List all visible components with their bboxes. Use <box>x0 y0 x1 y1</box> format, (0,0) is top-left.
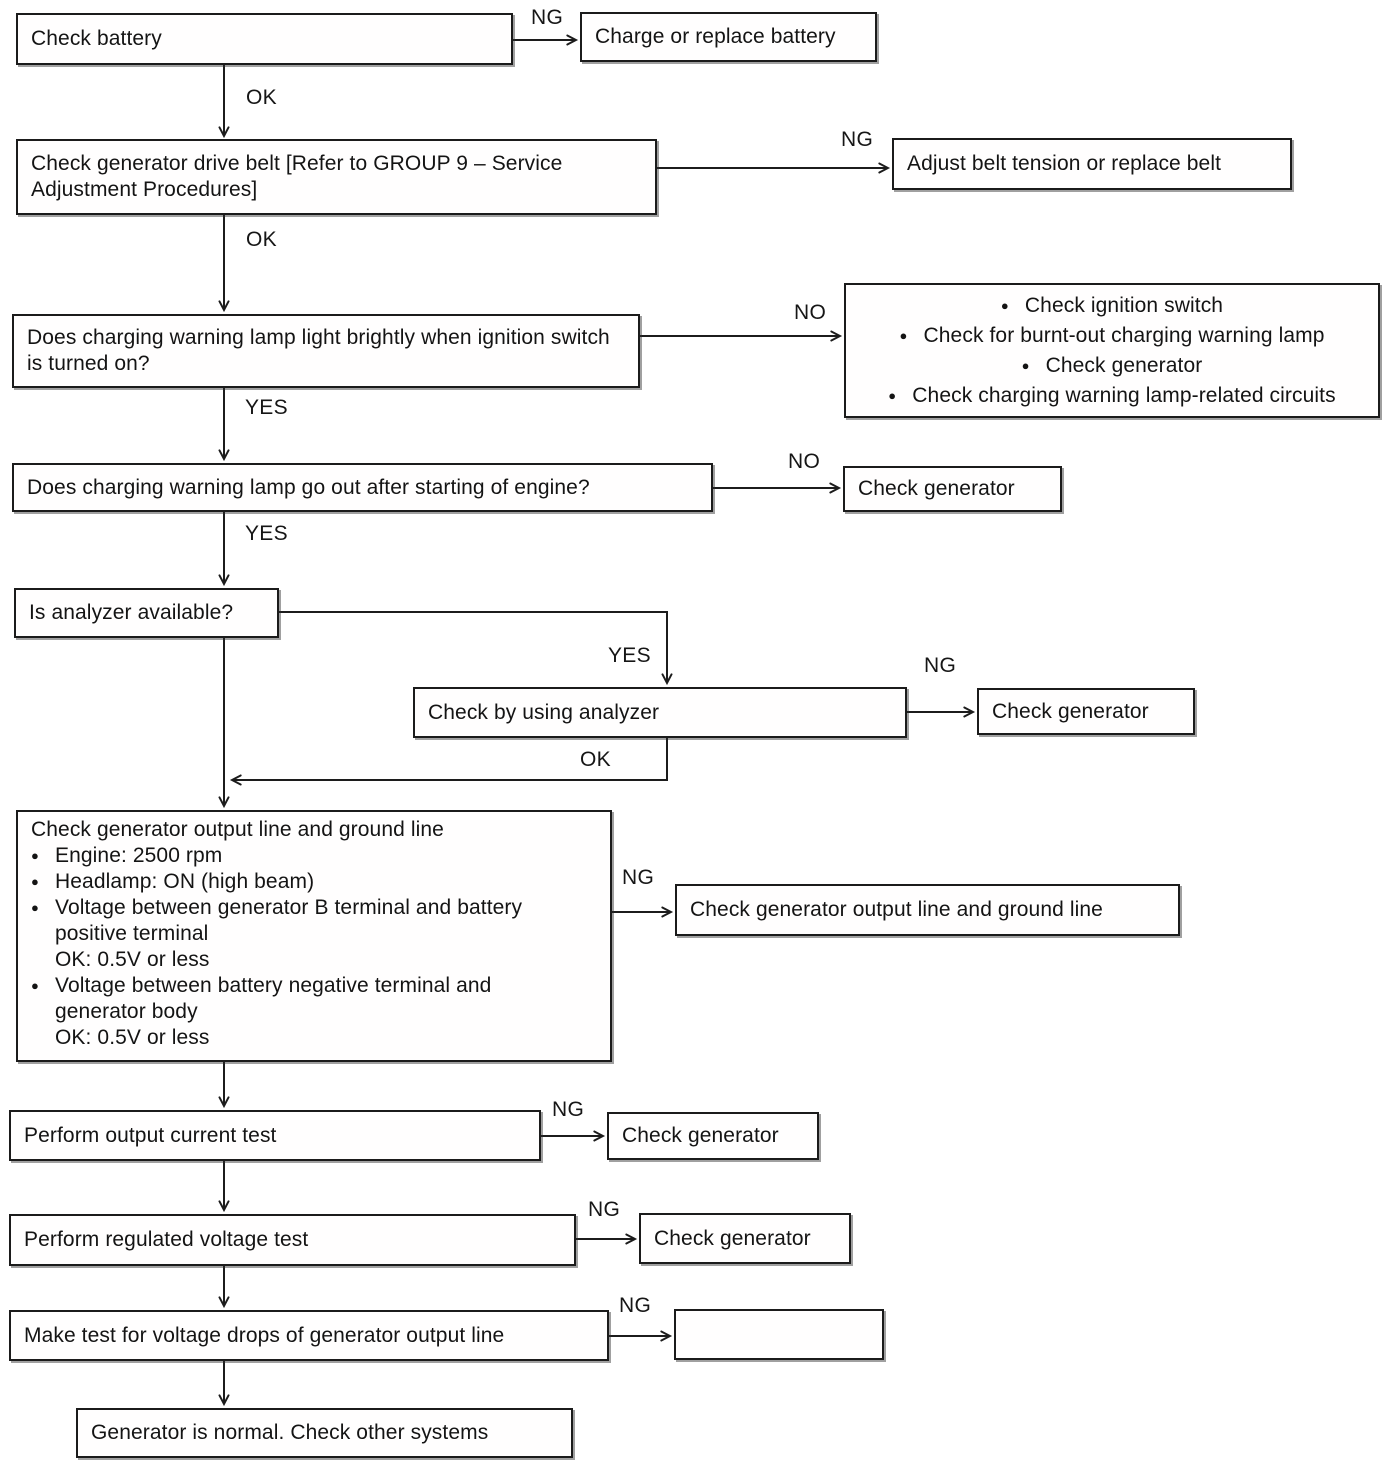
edge-label-ok: OK <box>580 748 611 771</box>
node-label: Check generator <box>858 477 1015 500</box>
list-item: ● Check generator <box>1022 351 1203 381</box>
node-title: Check generator output line and ground l… <box>31 818 444 841</box>
edge-label-ng: NG <box>588 1198 621 1221</box>
bullet-line: generator body <box>55 1000 198 1023</box>
bullet-icon: ● <box>1000 297 1009 313</box>
node-label: Perform regulated voltage test <box>24 1228 309 1251</box>
node-lamp-light-brightly: Does charging warning lamp light brightl… <box>12 314 640 388</box>
edge-label-ng: NG <box>622 866 655 889</box>
list-item-label: Check for burnt-out charging warning lam… <box>923 323 1325 347</box>
edge-label-no: NO <box>788 450 821 473</box>
node-label: Check battery <box>31 27 162 50</box>
bullet-icon: ● <box>31 874 39 889</box>
node-check-output-line <box>674 1309 884 1360</box>
node-adjust-belt: Adjust belt tension or replace belt <box>892 138 1292 190</box>
bullet-line: OK: 0.5V or less <box>55 1026 210 1049</box>
edge-label-ng: NG <box>924 654 957 677</box>
node-label: Check generator <box>992 699 1149 723</box>
bullet-line: Voltage between generator B terminal and… <box>55 896 523 919</box>
edge-label-ok: OK <box>246 86 277 109</box>
node-voltage-drop-test: Make test for voltage drops of generator… <box>9 1310 609 1361</box>
node-ignition-checks: ● Check ignition switch ● Check for burn… <box>844 283 1380 418</box>
list-item: ● Headlamp: ON (high beam) <box>31 869 597 895</box>
node-main-output-check: Check generator output line and ground l… <box>16 810 612 1062</box>
node-check-battery: Check battery <box>16 13 513 65</box>
bullet-icon: ● <box>888 387 897 403</box>
node-label: Is analyzer available? <box>29 601 234 624</box>
node-label: Adjust belt tension or replace belt <box>907 152 1222 175</box>
connector-analyzer-yes <box>278 611 667 683</box>
edge-label-yes: YES <box>245 396 288 419</box>
node-generator-normal: Generator is normal. Check other systems <box>76 1408 573 1458</box>
bullet-line: Headlamp: ON (high beam) <box>55 870 315 893</box>
node-label: Check generator drive belt [Refer to GRO… <box>31 152 563 201</box>
node-check-by-analyzer: Check by using analyzer <box>413 687 907 738</box>
node-lamp-go-out: Does charging warning lamp go out after … <box>12 463 713 512</box>
node-check-generator-3: Check generator <box>607 1112 819 1160</box>
node-charge-or-replace-battery: Charge or replace battery <box>580 12 877 62</box>
edge-label-ng: NG <box>531 6 564 29</box>
node-check-generator-1: Check generator <box>843 466 1062 512</box>
node-label: Does charging warning lamp light brightl… <box>27 326 610 375</box>
list-item: ● Engine: 2500 rpm <box>31 843 597 869</box>
bullet-line: Engine: 2500 rpm <box>55 844 223 867</box>
list-item: ● Check charging warning lamp-related ci… <box>888 381 1335 411</box>
connector-analyzer-ok-return <box>232 738 668 780</box>
bullet-line: Voltage between battery negative termina… <box>55 974 492 997</box>
list-item: ● Voltage between generator B terminal a… <box>31 895 597 973</box>
node-label: Check generator <box>622 1124 779 1147</box>
bullet-icon: ● <box>1021 357 1030 373</box>
node-label: Check generator <box>654 1226 811 1250</box>
node-analyzer-available: Is analyzer available? <box>14 588 279 638</box>
edge-label-no: NO <box>794 301 827 324</box>
node-check-drive-belt: Check generator drive belt [Refer to GRO… <box>16 139 657 215</box>
edge-label-yes: YES <box>245 522 288 545</box>
node-label: Generator is normal. Check other systems <box>91 1421 489 1444</box>
node-check-generator-2: Check generator <box>977 688 1195 735</box>
list-item-label: Check ignition switch <box>1024 293 1224 317</box>
edge-label-yes: YES <box>608 644 651 667</box>
bullet-icon: ● <box>899 327 908 343</box>
bullet-line: OK: 0.5V or less <box>55 948 210 971</box>
node-label: Check by using analyzer <box>428 700 660 724</box>
node-output-current-test: Perform output current test <box>9 1110 541 1161</box>
edge-label-ng: NG <box>841 128 874 151</box>
bullet-line: positive terminal <box>55 922 209 945</box>
node-check-generator-4: Check generator <box>639 1213 851 1264</box>
list-item: ● Check for burnt-out charging warning l… <box>900 321 1325 351</box>
node-check-output-ground-line: Check generator output line and ground l… <box>675 884 1180 936</box>
list-item: ● Voltage between battery negative termi… <box>31 973 597 1051</box>
bullet-icon: ● <box>31 900 39 915</box>
list-item-label: Check charging warning lamp-related circ… <box>912 383 1336 407</box>
node-label: Check generator output line and ground l… <box>690 898 1103 921</box>
node-regulated-voltage-test: Perform regulated voltage test <box>9 1214 576 1266</box>
edge-label-ng: NG <box>619 1294 652 1317</box>
edge-label-ok: OK <box>246 228 277 251</box>
node-label: Does charging warning lamp go out after … <box>27 475 590 499</box>
bullet-icon: ● <box>31 978 39 993</box>
bullet-icon: ● <box>31 848 39 863</box>
edge-label-ng: NG <box>552 1098 585 1121</box>
node-label: Make test for voltage drops of generator… <box>24 1323 505 1347</box>
node-label: Perform output current test <box>24 1123 277 1147</box>
node-label: Charge or replace battery <box>595 25 836 48</box>
list-item: ● Check ignition switch <box>1001 291 1223 321</box>
list-item-label: Check generator <box>1045 353 1203 377</box>
